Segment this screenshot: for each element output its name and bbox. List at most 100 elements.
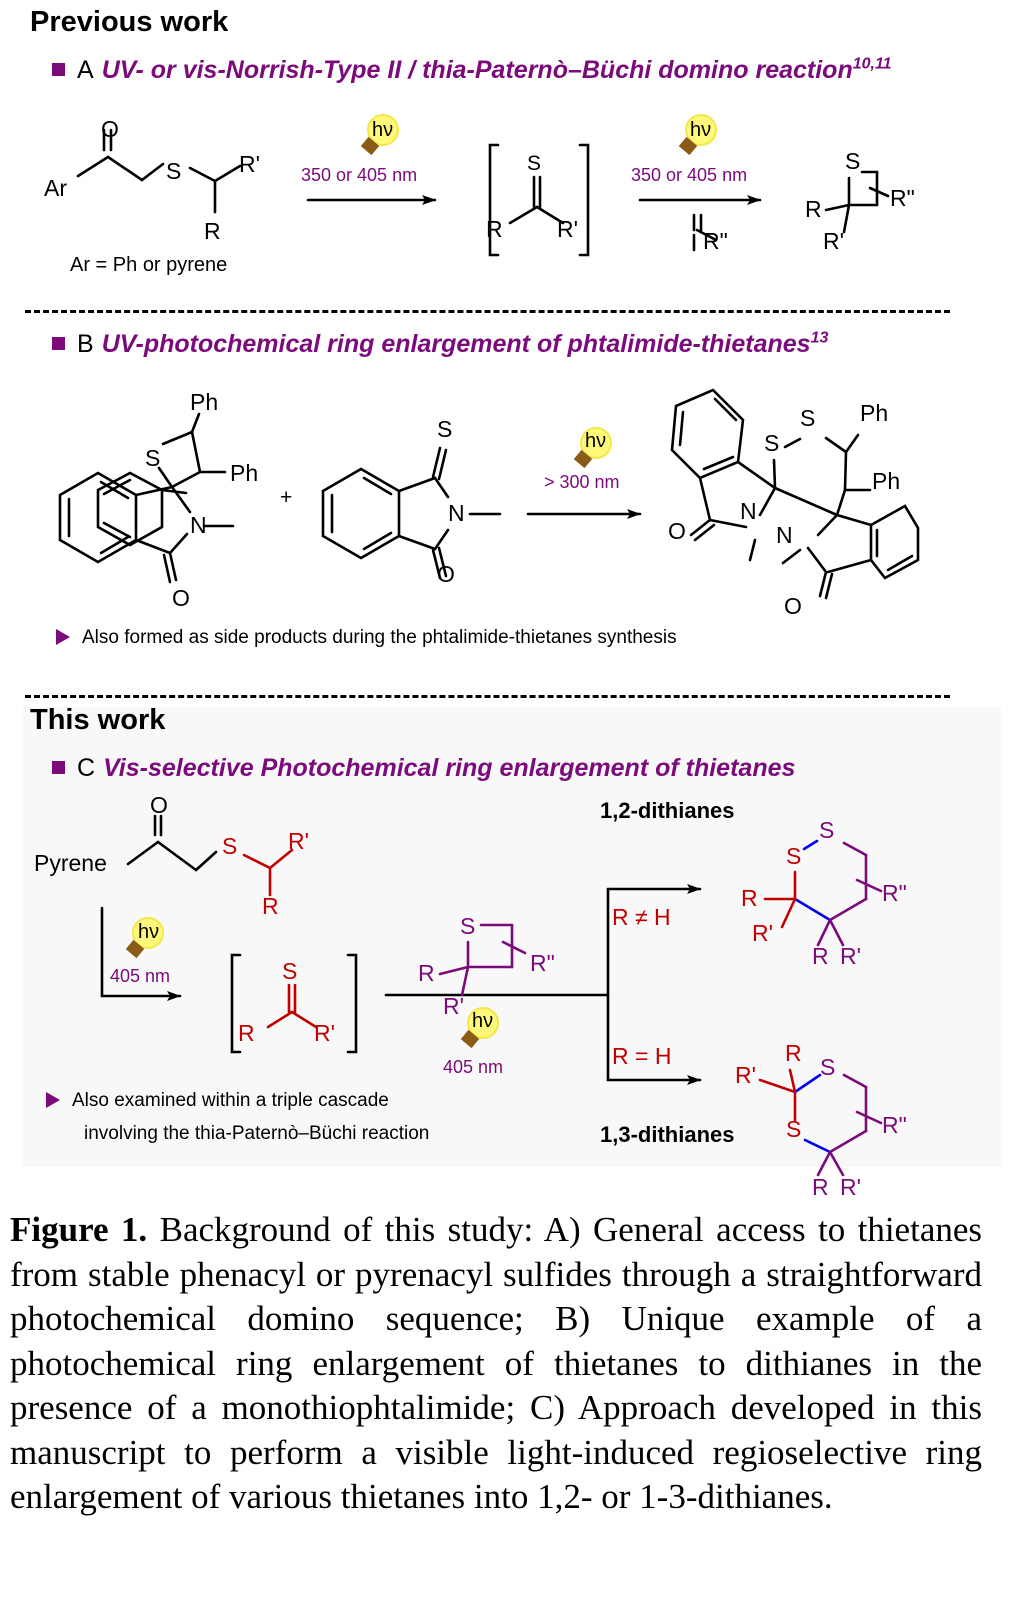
atom-ph: Ph xyxy=(860,400,889,426)
thietane-r-double-prime: R" xyxy=(530,950,555,976)
lightbulb-icon xyxy=(673,112,717,162)
atom-ph: Ph xyxy=(872,468,901,494)
scheme-c-note-1: Also examined within a triple cascade xyxy=(46,1090,389,1112)
atom-ar: Ar xyxy=(44,175,67,201)
atom-r-prime: R' xyxy=(840,1174,862,1200)
section-c-letter: C xyxy=(77,754,96,782)
atom-s: S xyxy=(786,843,802,869)
caption-label: Figure 1. xyxy=(10,1210,148,1249)
thioketone-s: S xyxy=(282,958,298,984)
atom-r: R xyxy=(812,1174,829,1200)
branch-r-equals-h: R = H xyxy=(612,1043,672,1069)
scheme-a-thietane xyxy=(824,170,890,234)
thioketone-r-prime: R' xyxy=(314,1020,336,1046)
scheme-b-reactant-1 xyxy=(58,412,235,584)
lightbulb-icon xyxy=(455,1005,499,1055)
scheme-c-brackets xyxy=(230,953,358,1054)
atom-n: N xyxy=(740,498,757,524)
scheme-b-reactant-2 xyxy=(321,446,502,580)
lightbulb-icon xyxy=(568,425,612,475)
hv-label: hν xyxy=(372,119,394,141)
atom-r: R xyxy=(812,943,829,969)
atom-s: S xyxy=(786,1116,802,1142)
scheme-c-structures xyxy=(100,814,883,1177)
lightbulb-icon xyxy=(120,915,164,965)
atom-s: S xyxy=(800,405,816,431)
atom-o: O xyxy=(784,593,802,619)
product-12-dithianes: 1,2-dithianes xyxy=(600,798,735,823)
atom-r-prime: R' xyxy=(840,943,862,969)
scheme-b-product xyxy=(670,388,920,600)
atom-s: S xyxy=(437,416,453,442)
atom-o: O xyxy=(437,561,455,587)
this-work-heading: This work xyxy=(30,704,166,736)
atom-o: O xyxy=(101,116,119,142)
atom-n: N xyxy=(190,512,207,538)
condition-b: > 300 nm xyxy=(544,472,620,492)
scheme-c-start-red xyxy=(242,848,294,897)
condition-c2: 405 nm xyxy=(443,1057,504,1077)
thioketone-s: S xyxy=(527,152,542,175)
hv-label: hν xyxy=(585,430,607,452)
hv-label: hν xyxy=(690,119,712,141)
atom-s: S xyxy=(145,445,161,471)
atom-r-prime: R' xyxy=(288,828,310,854)
atom-r: R xyxy=(785,1040,802,1066)
divider-2 xyxy=(25,695,950,698)
atom-o: O xyxy=(150,792,168,818)
thioketone-r: R xyxy=(486,216,503,242)
section-b-letter: B xyxy=(77,330,94,359)
scheme-a-ketosulfide xyxy=(76,128,242,214)
atom-r-prime: R' xyxy=(752,920,774,946)
scheme-c-thioketone xyxy=(266,983,318,1029)
bullet-square-icon xyxy=(52,761,65,774)
section-a-refs: 10,11 xyxy=(852,56,892,73)
scheme-b-note: Also formed as side products during the … xyxy=(56,627,677,649)
atom-r-double-prime: R" xyxy=(882,880,907,906)
section-b-refs: 13 xyxy=(810,330,829,347)
thioketone-r: R xyxy=(238,1020,255,1046)
atom-s: S xyxy=(764,430,780,456)
atom-o: O xyxy=(172,585,190,611)
previous-work-heading: Previous work xyxy=(30,6,229,38)
plus-sign: + xyxy=(280,486,293,509)
section-a-title: UV- or vis-Norrish-Type II / thia-Patern… xyxy=(101,56,892,85)
arrow-bullet-icon xyxy=(56,629,70,645)
thietane-r-prime: R' xyxy=(823,228,845,254)
condition-1: 350 or 405 nm xyxy=(301,165,418,185)
divider-1 xyxy=(25,310,950,313)
pyrene-label: Pyrene xyxy=(34,850,107,876)
scheme-c-branch-arrows xyxy=(384,884,702,1085)
atom-r: R xyxy=(204,218,221,244)
section-a-letter: A xyxy=(77,56,94,85)
atom-r: R xyxy=(741,885,758,911)
scheme-c-thietane xyxy=(438,923,527,997)
scheme-c-12-dithiane xyxy=(763,839,883,947)
atom-r-double-prime: R" xyxy=(882,1112,907,1138)
thietane-s: S xyxy=(460,913,476,939)
scheme-c-start-black xyxy=(126,814,218,872)
thietane-r-prime: R' xyxy=(443,993,465,1019)
ar-note: Ar = Ph or pyrene xyxy=(70,254,228,276)
scheme-b-structures xyxy=(58,388,920,600)
scheme-a-alkene xyxy=(692,213,718,252)
section-b-title: UV-photochemical ring enlargement of pht… xyxy=(101,330,829,359)
atom-s: S xyxy=(166,158,182,184)
atom-r-prime: R' xyxy=(735,1062,757,1088)
atom-s: S xyxy=(222,833,238,859)
atom-ph: Ph xyxy=(190,389,219,415)
atom-n: N xyxy=(448,500,465,526)
branch-r-not-h: R ≠ H xyxy=(612,904,671,930)
thietane-r: R xyxy=(805,196,822,222)
caption-text: Background of this study: A) General acc… xyxy=(10,1210,983,1516)
lightbulb-icon xyxy=(355,112,399,162)
atom-o: O xyxy=(668,518,686,544)
scheme-a-thioketone xyxy=(488,143,590,257)
product-13-dithianes: 1,3-dithianes xyxy=(600,1122,735,1147)
thioketone-r-prime: R' xyxy=(557,216,579,242)
thietane-s: S xyxy=(845,148,861,174)
hv-label: hν xyxy=(138,921,160,943)
